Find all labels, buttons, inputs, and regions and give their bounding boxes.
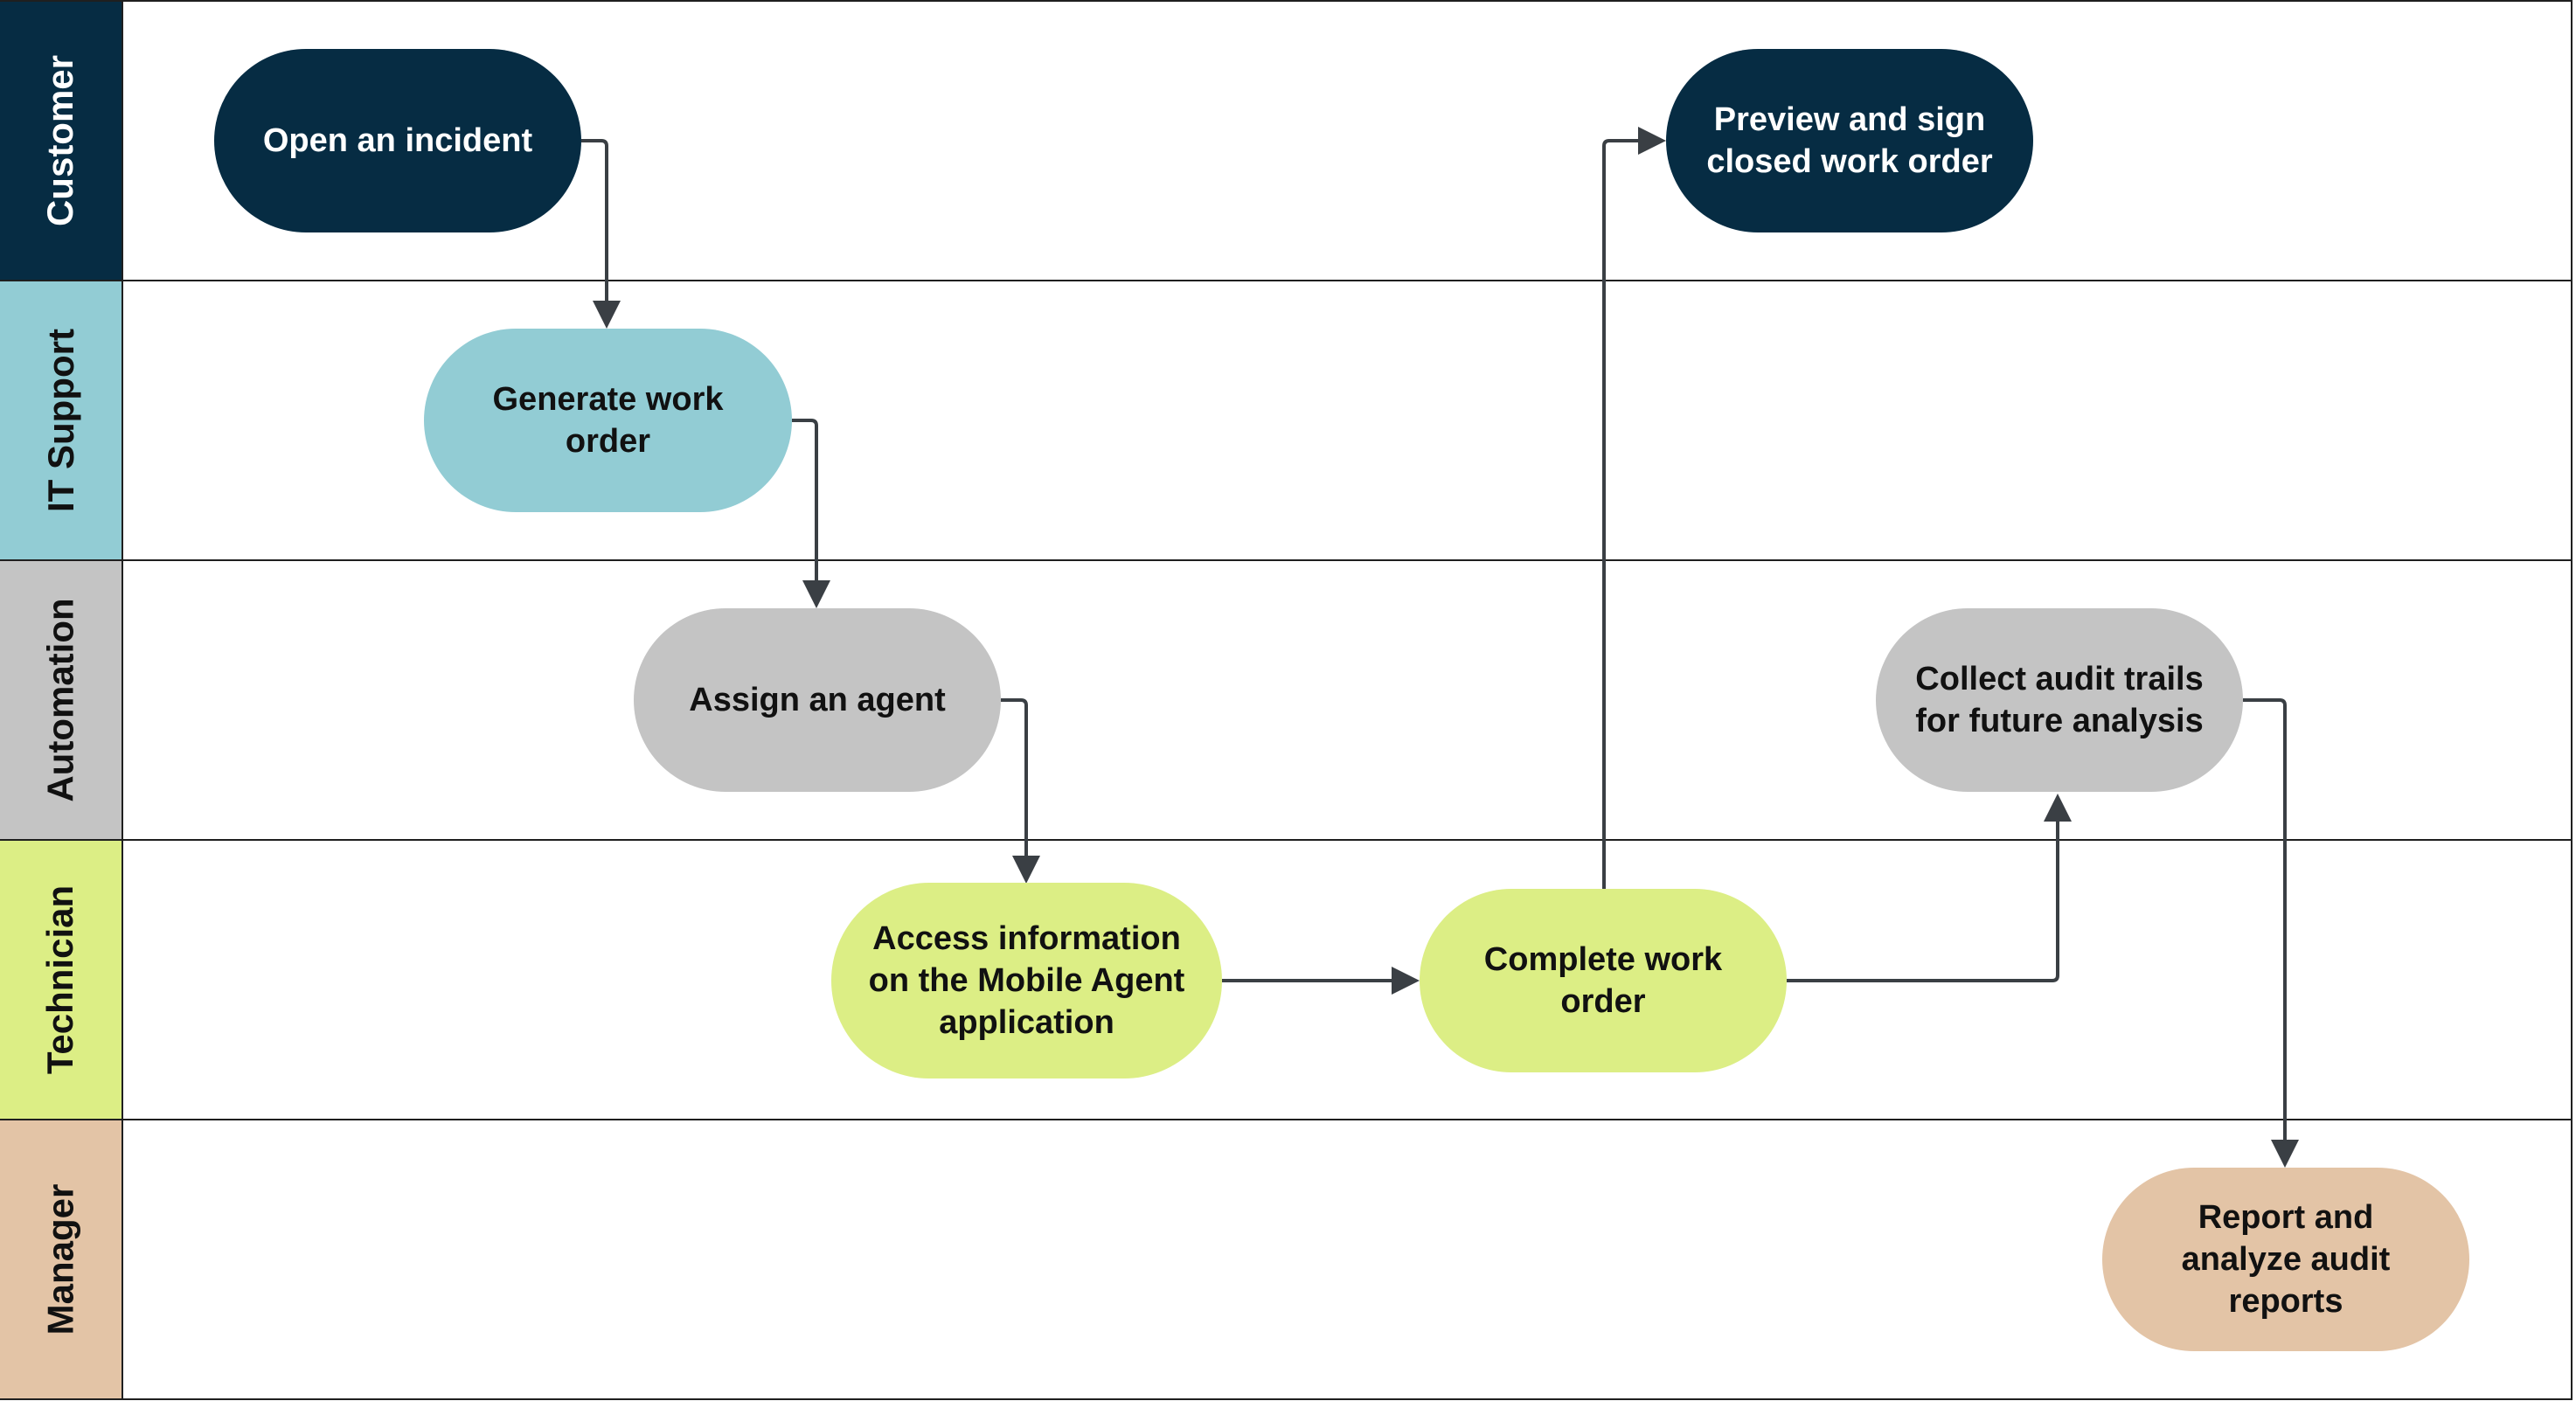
node-complete-work-order: Complete work order	[1420, 889, 1787, 1072]
node-assign-agent-label: Assign an agent	[689, 682, 946, 718]
lane-header-technician: Technician	[0, 841, 123, 1119]
node-generate-work-order: Generate work order	[424, 329, 792, 512]
node-generate-work-order-label: Generate work order	[492, 381, 724, 460]
node-access-info-label: Access information on the Mobile Agent a…	[868, 920, 1185, 1041]
edge-collect-audit-to-report-analyze	[2243, 698, 2299, 1168]
lane-header-automation: Automation	[0, 561, 123, 839]
node-open-incident-label: Open an incident	[262, 122, 533, 159]
edge-generate-work-order-to-assign-agent	[792, 419, 830, 608]
edge-complete-work-order-to-collect-audit	[1787, 794, 2072, 982]
node-assign-agent: Assign an agent	[634, 608, 1001, 792]
lane-header-it-support: IT Support	[0, 281, 123, 559]
edge-complete-work-order-to-preview-sign	[1602, 127, 1666, 889]
node-open-incident: Open an incident	[214, 49, 581, 232]
node-collect-audit-label: Collect audit trails for future analysis	[1915, 661, 2204, 739]
node-complete-work-order-label: Complete work order	[1483, 941, 1723, 1020]
node-report-analyze: Report and analyze audit reports	[2102, 1168, 2469, 1351]
lane-header-manager: Manager	[0, 1120, 123, 1398]
node-preview-sign: Preview and sign closed work order	[1666, 49, 2033, 232]
node-collect-audit: Collect audit trails for future analysis	[1876, 608, 2243, 792]
node-preview-sign-label: Preview and sign closed work order	[1706, 101, 1993, 180]
edge-assign-agent-to-access-info	[1001, 698, 1040, 884]
node-access-info: Access information on the Mobile Agent a…	[831, 883, 1222, 1078]
node-report-analyze-label: Report and analyze audit reports	[2181, 1199, 2391, 1320]
lane-header-customer: Customer	[0, 2, 123, 280]
edge-open-incident-to-generate-work-order	[581, 139, 621, 329]
